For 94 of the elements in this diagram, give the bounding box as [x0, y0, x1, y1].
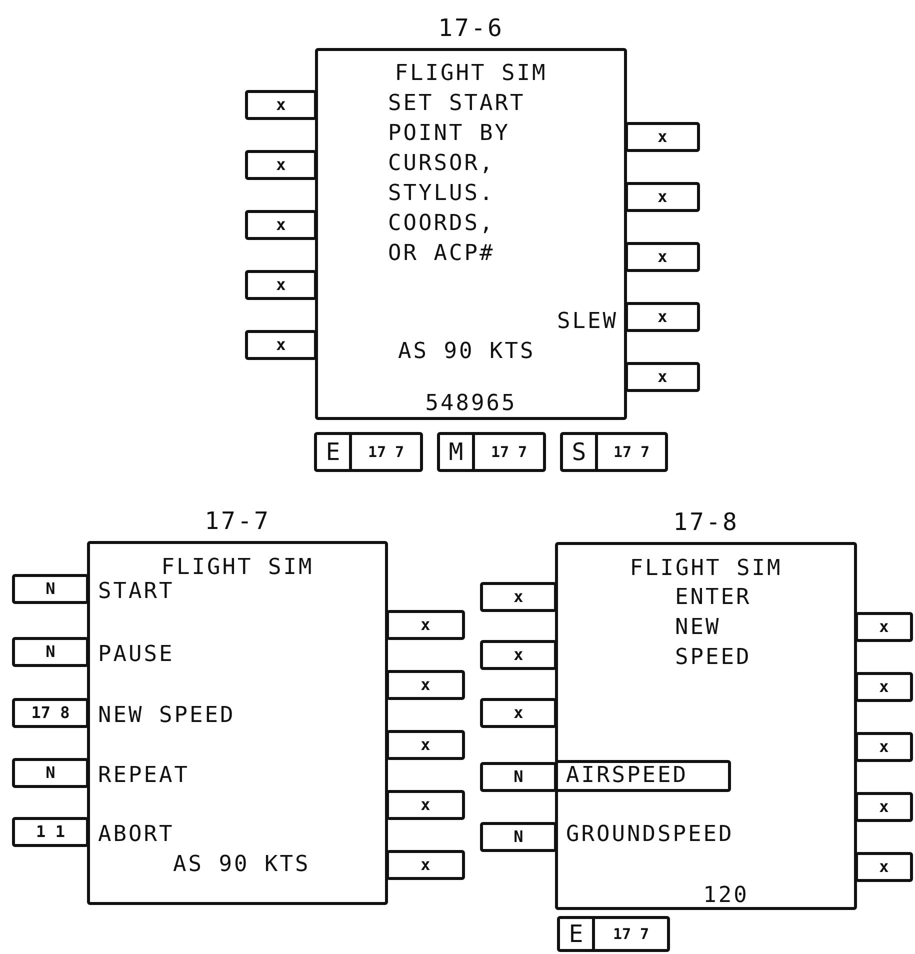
screen-text: 548965: [424, 390, 518, 418]
soft-key: [855, 612, 913, 642]
soft-key: [855, 672, 913, 702]
key-label: x: [420, 736, 432, 754]
key-value: 17 7: [595, 435, 665, 469]
soft-key: [625, 122, 700, 152]
soft-key: [12, 637, 89, 667]
key-label: x: [656, 368, 668, 386]
key-label: N: [512, 828, 524, 846]
soft-key: [480, 762, 557, 792]
soft-key: [480, 640, 557, 670]
key-label: x: [420, 856, 432, 874]
soft-key: [386, 850, 465, 880]
status-key: [314, 432, 423, 472]
screen-text: 120: [702, 882, 750, 910]
status-key: [437, 432, 546, 472]
key-letter: S: [570, 437, 588, 468]
key-label: x: [420, 616, 432, 634]
soft-key: [480, 698, 557, 728]
screen-title: 17-6: [437, 14, 505, 42]
screen-text: PAUSE: [98, 641, 176, 669]
key-label: x: [656, 128, 668, 146]
soft-key: [386, 610, 465, 640]
soft-key: [480, 822, 557, 852]
key-label: x: [420, 796, 432, 814]
status-key: [557, 916, 670, 952]
key-label: x: [656, 308, 668, 326]
key-label: x: [512, 704, 524, 722]
display-screen: [87, 541, 388, 905]
field-text: AIRSPEED: [566, 762, 688, 790]
key-label: 1 1: [35, 823, 66, 841]
soft-key: [245, 90, 317, 120]
highlighted-field: [555, 760, 731, 792]
key-letter: M: [448, 437, 464, 468]
soft-key: [12, 574, 89, 604]
screen-heading: FLIGHT SIM: [394, 60, 548, 88]
key-label: N: [44, 764, 56, 782]
soft-key: [386, 670, 465, 700]
key-label: N: [44, 580, 56, 598]
soft-key: [12, 817, 89, 847]
soft-key: [480, 582, 557, 612]
screen-text: ABORT: [98, 821, 176, 849]
soft-key: [625, 182, 700, 212]
status-key: [560, 432, 668, 472]
soft-key: [245, 270, 317, 300]
display-screen: [555, 542, 857, 910]
screen-text: ENTER NEW SPEED: [675, 584, 752, 672]
key-label: x: [878, 678, 890, 696]
key-label: x: [275, 336, 287, 354]
key-label: x: [512, 646, 524, 664]
screen-text: SLEW: [556, 308, 618, 336]
key-label: x: [275, 96, 287, 114]
screen-text: GROUNDSPEED: [566, 821, 735, 849]
soft-key: [386, 790, 465, 820]
screen-title: 17-7: [204, 507, 272, 535]
screen-text: NEW SPEED: [98, 702, 236, 730]
key-label: x: [275, 156, 287, 174]
soft-key: [855, 792, 913, 822]
key-label: x: [420, 676, 432, 694]
soft-key: [855, 852, 913, 882]
screen-text: AS 90 KTS: [398, 338, 536, 366]
screen-text: AS 90 KTS: [173, 851, 312, 879]
key-label: x: [275, 276, 287, 294]
soft-key: [855, 732, 913, 762]
key-label: x: [656, 248, 668, 266]
soft-key: [245, 210, 317, 240]
soft-key: [245, 330, 317, 360]
soft-key: [12, 758, 89, 788]
key-value: 17 7: [592, 919, 667, 949]
soft-key: [625, 302, 700, 332]
key-letter: E: [568, 919, 584, 949]
key-label: x: [878, 738, 890, 756]
display-screen: [315, 48, 627, 420]
soft-key: [12, 698, 89, 728]
screen-text: SET START POINT BY CURSOR, STYLUS. COORDS, OR ACP#: [388, 90, 526, 268]
screen-text: REPEAT: [98, 762, 190, 790]
soft-key: [245, 150, 317, 180]
key-label: 17 8: [30, 704, 71, 722]
soft-key: [625, 242, 700, 272]
key-label: x: [275, 216, 287, 234]
key-value: 17 7: [472, 435, 543, 469]
key-label: N: [512, 768, 524, 786]
key-label: x: [878, 618, 890, 636]
soft-key: [625, 362, 700, 392]
key-label: x: [878, 798, 890, 816]
key-value: 17 7: [349, 435, 420, 469]
soft-key: [386, 730, 465, 760]
key-label: x: [656, 188, 668, 206]
key-letter: E: [324, 437, 342, 468]
key-label: N: [44, 643, 56, 661]
key-label: x: [512, 588, 524, 606]
screen-title: 17-8: [672, 508, 740, 536]
screen-heading: FLIGHT SIM: [628, 555, 784, 583]
key-label: x: [878, 858, 890, 876]
